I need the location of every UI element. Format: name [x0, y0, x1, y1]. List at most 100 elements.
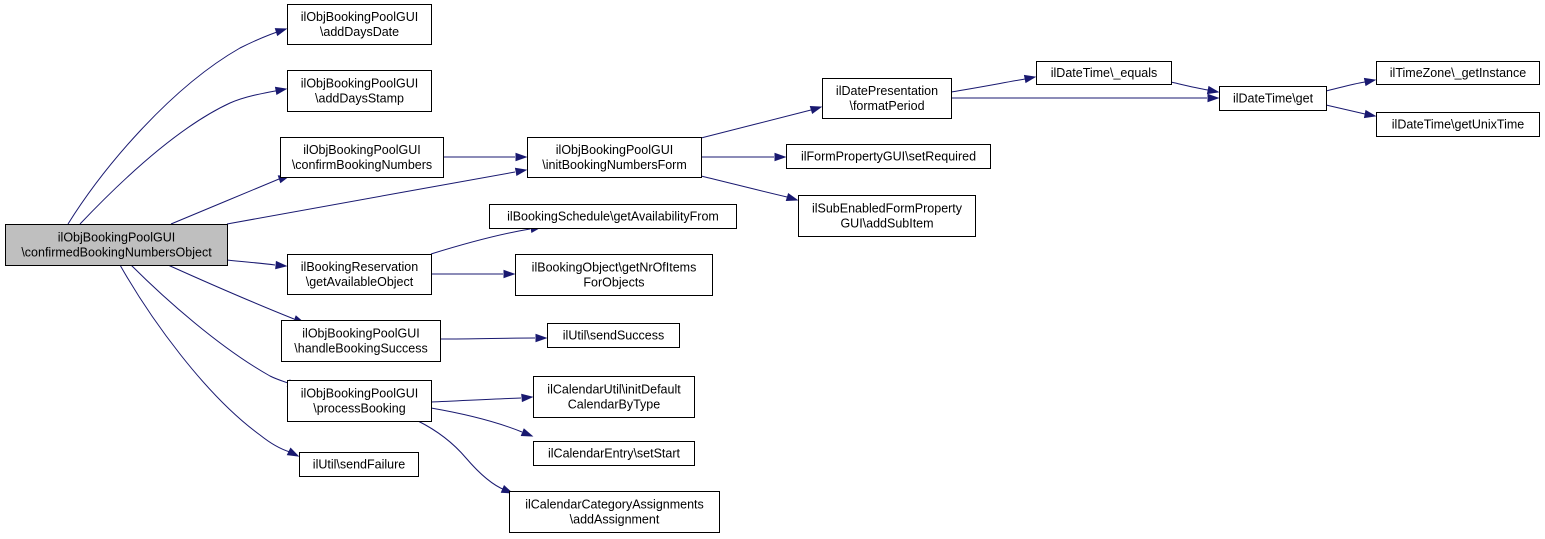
node-box: [280, 137, 444, 178]
node-label-line: ilCalendarEntry\setStart: [548, 447, 681, 461]
node-getUnixTime[interactable]: ilDateTime\getUnixTime: [1376, 112, 1540, 137]
node-box: [287, 254, 432, 295]
edge-root-to-initBookingNumbersForm: [226, 167, 528, 225]
edge-handleBookingSuccess-to-sendSuccess: [439, 333, 548, 343]
node-label-line: \addDaysStamp: [315, 92, 404, 106]
node-box: [527, 137, 702, 178]
node-label-line: \addAssignment: [570, 513, 660, 527]
arrowhead-icon: [515, 152, 528, 162]
node-label-line: \processBooking: [313, 402, 405, 416]
node-getAvailabilityFrom[interactable]: ilBookingSchedule\getAvailabilityFrom: [489, 204, 737, 229]
arrowhead-icon: [1206, 85, 1220, 95]
edge-root-to-processBooking: [130, 264, 300, 388]
node-formatPeriod[interactable]: ilDatePresentation\formatPeriod: [822, 78, 952, 119]
node-label-line: \initBookingNumbersForm: [542, 158, 687, 172]
node-box: [287, 380, 432, 422]
edge-line: [1170, 81, 1209, 91]
arrowhead-icon: [1363, 77, 1377, 87]
arrowhead-icon: [1363, 109, 1377, 119]
edge-layer: [67, 28, 1377, 494]
edge-confirmBookingNumbers-to-initBookingNumbersForm: [443, 152, 528, 162]
node-label-line: ilObjBookingPoolGUI: [301, 10, 418, 24]
edge-get-to-getInstance: [1325, 77, 1377, 92]
node-sendFailure[interactable]: ilUtil\sendFailure: [299, 452, 419, 477]
arrowhead-icon: [520, 428, 534, 437]
node-label-line: \handleBookingSuccess: [294, 342, 427, 356]
node-label-line: ilCalendarCategoryAssignments: [525, 498, 704, 512]
edge-equals-to-get: [1170, 81, 1220, 95]
node-label-line: ilBookingReservation: [301, 260, 418, 274]
node-box: [281, 320, 441, 362]
node-getAvailableObject[interactable]: ilBookingReservation\getAvailableObject: [287, 254, 432, 295]
node-label-line: \confirmedBookingNumbersObject: [21, 246, 212, 260]
edge-getAvailableObject-to-getNrOfItems: [430, 269, 516, 279]
arrowhead-icon: [785, 192, 799, 202]
edge-line: [170, 175, 290, 225]
node-label-line: ilSubEnabledFormProperty: [812, 202, 963, 216]
edge-root-to-sendFailure: [119, 264, 300, 457]
node-label-line: GUI\addSubItem: [840, 217, 933, 231]
edge-line: [1325, 104, 1366, 115]
node-box: [5, 224, 228, 266]
arrowhead-icon: [535, 333, 548, 343]
node-box: [547, 323, 680, 348]
arrowhead-icon: [1023, 74, 1037, 84]
node-setRequired[interactable]: ilFormPropertyGUI\setRequired: [786, 144, 991, 169]
edge-line: [79, 88, 287, 225]
node-handleBookingSuccess[interactable]: ilObjBookingPoolGUI\handleBookingSuccess: [281, 320, 441, 362]
node-addAssignment[interactable]: ilCalendarCategoryAssignments\addAssignm…: [509, 491, 720, 533]
edge-root-to-handleBookingSuccess: [167, 264, 306, 324]
arrowhead-icon: [521, 393, 534, 403]
node-box: [287, 70, 432, 112]
edge-line: [439, 337, 536, 340]
edge-processBooking-to-setStart: [430, 407, 534, 437]
arrowhead-icon: [286, 447, 300, 457]
edge-initBookingNumbersForm-to-formatPeriod: [700, 105, 823, 139]
node-layer: ilObjBookingPoolGUI\confirmedBookingNumb…: [5, 4, 1540, 533]
node-box: [509, 491, 720, 533]
edge-line: [950, 78, 1026, 93]
arrowhead-icon: [275, 260, 288, 270]
node-label-line: ilTimeZone\_getInstance: [1390, 66, 1526, 80]
node-label-line: ilObjBookingPoolGUI: [303, 143, 420, 157]
edge-line: [430, 228, 531, 255]
edge-get-to-getUnixTime: [1325, 104, 1377, 119]
node-box: [786, 144, 991, 169]
node-setStart[interactable]: ilCalendarEntry\setStart: [533, 441, 695, 466]
node-get[interactable]: ilDateTime\get: [1219, 86, 1327, 111]
node-box: [533, 376, 695, 418]
node-label-line: ilCalendarUtil\initDefault: [547, 383, 681, 397]
node-root[interactable]: ilObjBookingPoolGUI\confirmedBookingNumb…: [5, 224, 228, 266]
node-label-line: ilObjBookingPoolGUI: [58, 231, 175, 245]
node-label-line: CalendarByType: [568, 398, 660, 412]
node-box: [299, 452, 419, 477]
edge-line: [67, 28, 287, 225]
edge-getAvailableObject-to-getAvailabilityFrom: [430, 224, 543, 255]
edge-processBooking-to-initDefaultCal: [430, 393, 534, 403]
node-equals[interactable]: ilDateTime\_equals: [1036, 61, 1172, 85]
edge-formatPeriod-to-equals: [950, 74, 1037, 93]
node-initBookingNumbersForm[interactable]: ilObjBookingPoolGUI\initBookingNumbersFo…: [527, 137, 702, 178]
node-getInstance[interactable]: ilTimeZone\_getInstance: [1376, 61, 1540, 85]
node-processBooking[interactable]: ilObjBookingPoolGUI\processBooking: [287, 380, 432, 422]
edge-root-to-addDaysDate: [67, 28, 288, 225]
edge-line: [700, 175, 788, 198]
edge-root-to-confirmBookingNumbers: [170, 175, 291, 225]
node-sendSuccess[interactable]: ilUtil\sendSuccess: [547, 323, 680, 348]
node-box: [1376, 61, 1540, 85]
node-label-line: ilUtil\sendSuccess: [563, 329, 664, 343]
node-label-line: \confirmBookingNumbers: [292, 158, 432, 172]
node-label-line: \formatPeriod: [849, 99, 924, 113]
node-addDaysStamp[interactable]: ilObjBookingPoolGUI\addDaysStamp: [287, 70, 432, 112]
node-confirmBookingNumbers[interactable]: ilObjBookingPoolGUI\confirmBookingNumber…: [280, 137, 444, 178]
node-label-line: ilBookingSchedule\getAvailabilityFrom: [507, 210, 719, 224]
edge-line: [226, 171, 516, 225]
node-addDaysDate[interactable]: ilObjBookingPoolGUI\addDaysDate: [287, 4, 432, 45]
node-box: [822, 78, 952, 119]
arrowhead-icon: [809, 105, 823, 115]
node-label-line: \addDaysDate: [320, 25, 399, 39]
